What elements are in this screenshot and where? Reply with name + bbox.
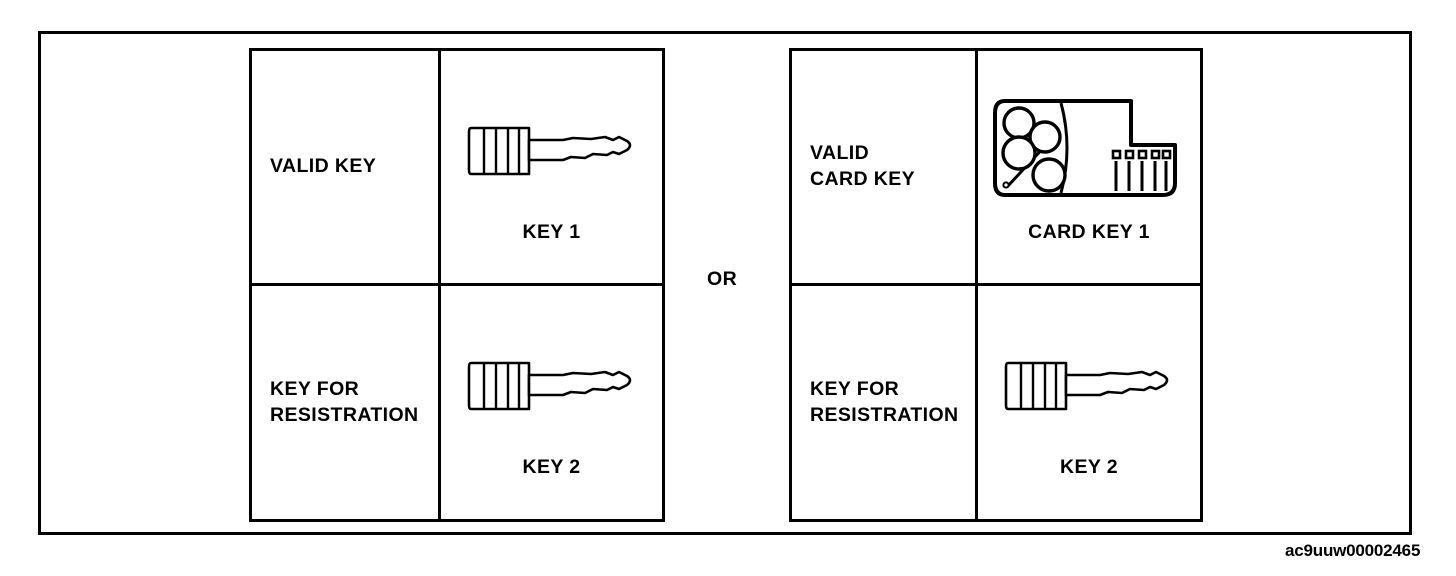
cell-key-1-figure: KEY 1 xyxy=(441,51,662,286)
label-line-1: VALID xyxy=(810,142,870,165)
key-icon xyxy=(1004,361,1169,411)
label-line-2: CARD KEY xyxy=(810,168,916,190)
label-line-1: KEY FOR xyxy=(810,377,900,400)
card-key-1-caption: CARD KEY 1 xyxy=(1028,221,1150,243)
key-icon xyxy=(467,126,631,176)
cell-card-key-1-figure: CARD KEY 1 xyxy=(978,51,1200,286)
key-1-illustration xyxy=(467,103,637,199)
card-key-icon xyxy=(993,99,1177,197)
key-2-caption-right: KEY 2 xyxy=(1059,456,1118,478)
key-2-illustration-right xyxy=(1004,338,1174,434)
valid-card-key-label: VALID CARD KEY xyxy=(810,141,915,193)
key-2-caption: KEY 2 xyxy=(522,456,581,478)
key-icon xyxy=(467,361,631,411)
cell-valid-card-key-label: VALID CARD KEY xyxy=(792,51,978,286)
label-line-2: RESISTRATION xyxy=(810,403,959,426)
key-1-caption: KEY 1 xyxy=(522,221,581,243)
document-reference-code: ac9uuw00002465 xyxy=(1285,541,1421,560)
cell-key-2-figure-right: KEY 2 xyxy=(978,286,1200,519)
cell-key-2-figure: KEY 2 xyxy=(441,286,662,519)
or-connector-label: OR xyxy=(707,268,738,290)
cell-key-for-registration-label: KEY FOR RESISTRATION xyxy=(252,286,441,519)
label-line-2: RESISTRATION xyxy=(270,403,419,426)
cell-valid-key-label: VALID KEY xyxy=(252,51,441,286)
label-line-1: KEY FOR xyxy=(270,377,360,400)
standard-key-table: VALID KEY KEY 1 xyxy=(249,48,665,522)
cell-key-for-registration-label-2: KEY FOR RESISTRATION xyxy=(792,286,978,519)
card-key-table: VALID CARD KEY xyxy=(789,48,1203,522)
key-2-illustration xyxy=(467,338,637,434)
valid-key-label: VALID KEY xyxy=(270,155,377,178)
key-for-registration-label-2: KEY FOR RESISTRATION xyxy=(810,377,959,429)
card-key-1-illustration xyxy=(993,99,1185,199)
key-for-registration-label: KEY FOR RESISTRATION xyxy=(270,377,419,429)
